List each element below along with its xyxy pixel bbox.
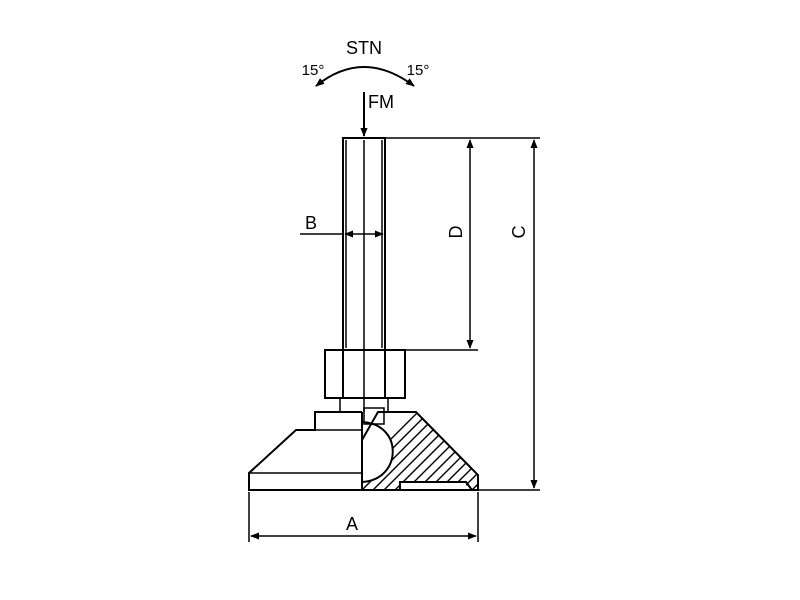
thread-label: FM xyxy=(368,92,394,112)
threaded-stem xyxy=(342,137,386,412)
base-outline xyxy=(248,411,362,491)
dimension-d xyxy=(385,137,478,351)
dimension-a xyxy=(248,492,479,542)
dimension-d-label: D xyxy=(446,226,466,239)
angle-left-label: 15° xyxy=(302,62,325,79)
section-hatch-line xyxy=(484,405,579,500)
dimension-c xyxy=(478,137,540,491)
dimension-a-label: A xyxy=(346,514,358,534)
section-hatch-line xyxy=(517,405,612,500)
angle-right-label: 15° xyxy=(407,62,430,79)
dimension-b-label: B xyxy=(305,213,317,233)
section-hatch-line xyxy=(506,405,601,500)
ball-joint xyxy=(363,407,385,425)
swivel-label: STN xyxy=(346,38,382,58)
section-hatch-line xyxy=(461,412,478,490)
base-section xyxy=(361,405,612,500)
swivel-arc xyxy=(315,66,415,87)
dimension-c-label: C xyxy=(509,226,529,239)
section-hatch-line xyxy=(472,412,478,490)
section-hatch-line xyxy=(495,405,590,500)
hex-nut xyxy=(324,349,406,412)
